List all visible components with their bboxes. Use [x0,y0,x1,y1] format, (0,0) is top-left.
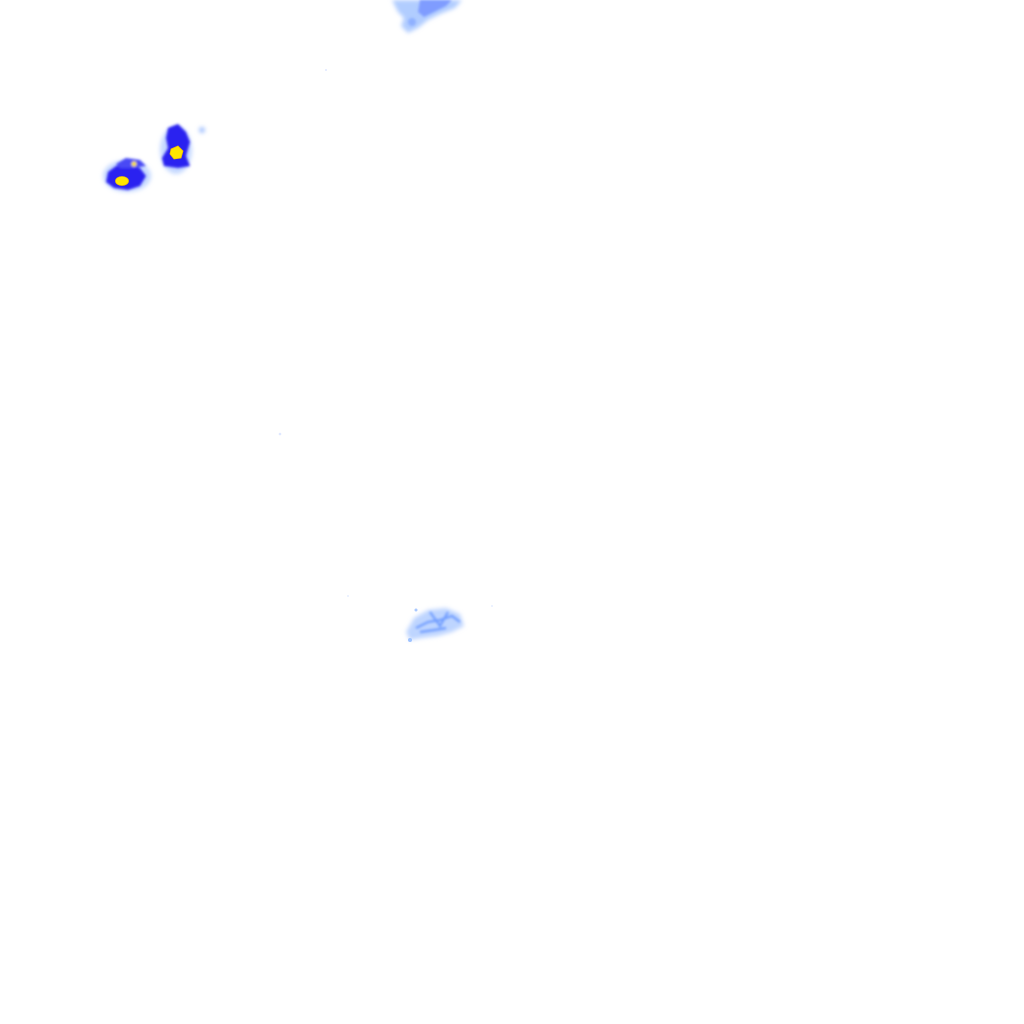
echo-west-core-b [115,176,129,186]
echo-central-south [406,608,464,642]
echo-west-heavy-a [162,124,190,168]
echo-west-core-a [169,145,184,160]
faint-specks [278,69,493,607]
echo-north-moderate [418,0,452,17]
echo-north [392,0,462,33]
echo-west-cluster [103,124,205,192]
